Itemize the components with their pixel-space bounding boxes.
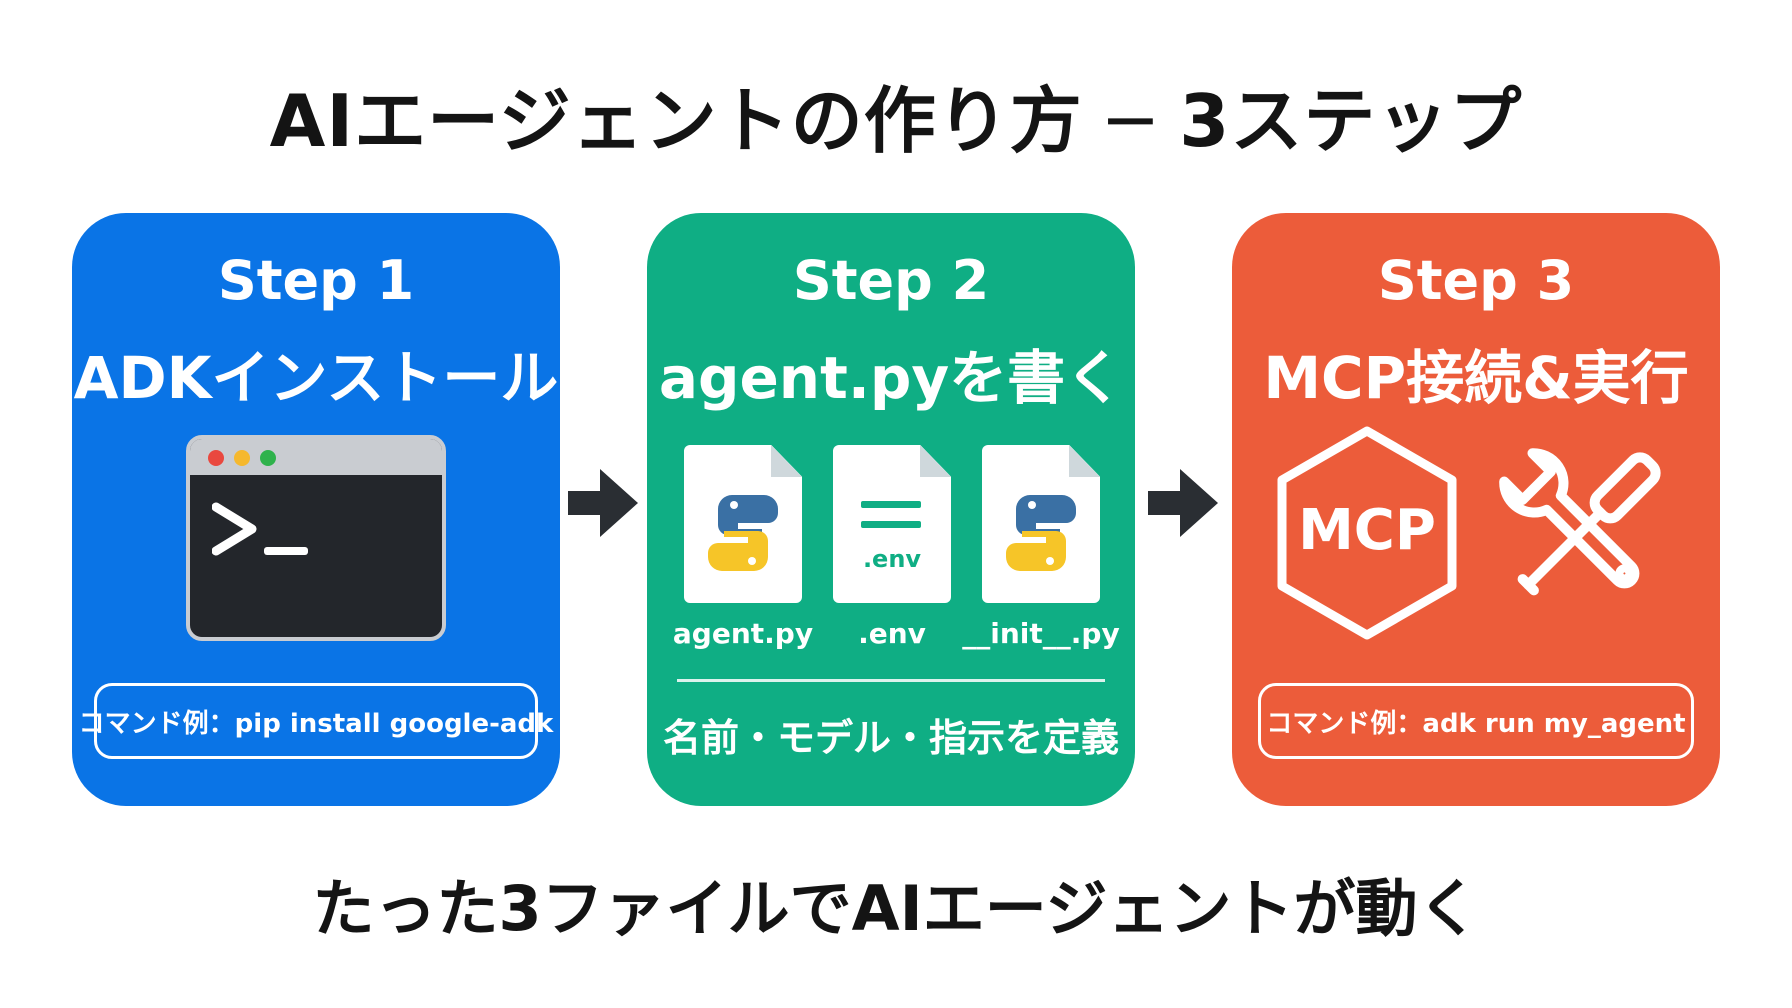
minimize-dot-icon <box>234 450 250 466</box>
file-name-init: __init__.py <box>962 617 1120 650</box>
step-1-command-box: コマンド例：pip install google-adk <box>79 683 553 759</box>
step-1-card: Step 1 ADKインストール コマンド例：pip install googl… <box>72 213 560 806</box>
maximize-dot-icon <box>260 450 276 466</box>
step-3-card: Step 3 MCP接続&実行 MCP コマンド例：adk run my_age… <box>1232 213 1720 806</box>
mcp-hexagon-icon <box>1277 426 1457 640</box>
arrow-right-icon <box>568 469 638 537</box>
step-2-description: 名前・モデル・指示を定義 <box>662 716 1119 760</box>
file-name-env: .env <box>858 617 926 650</box>
step-1-label: Step 1 <box>217 249 415 312</box>
page-title: AIエージェントの作り方 ─ 3ステップ <box>269 79 1523 163</box>
wrench-screwdriver-icon <box>1499 448 1661 596</box>
step-2-label: Step 2 <box>792 249 990 312</box>
divider <box>677 679 1105 682</box>
step-3-heading: MCP接続&実行 <box>1263 344 1689 412</box>
arrow-right-icon <box>1148 469 1218 537</box>
step-3-label: Step 3 <box>1377 249 1575 312</box>
terminal-icon <box>186 435 446 641</box>
step-1-heading: ADKインストール <box>73 344 559 412</box>
file-name-agent: agent.py <box>672 617 814 650</box>
step-3-command-box: コマンド例：adk run my_agent <box>1258 683 1694 759</box>
footer-caption: たった3ファイルでAIエージェントが動く <box>312 872 1480 945</box>
terminal-title-bar <box>190 439 442 475</box>
env-icon-text: .env <box>862 545 922 573</box>
step-2-heading: agent.pyを書く <box>658 344 1124 412</box>
close-dot-icon <box>208 450 224 466</box>
step-2-card: Step 2 agent.pyを書く agent.py .env .env __… <box>647 213 1135 806</box>
mcp-badge-text: MCP <box>1298 498 1436 563</box>
prompt-icon <box>212 502 308 556</box>
env-file-icon: .env <box>833 445 951 603</box>
